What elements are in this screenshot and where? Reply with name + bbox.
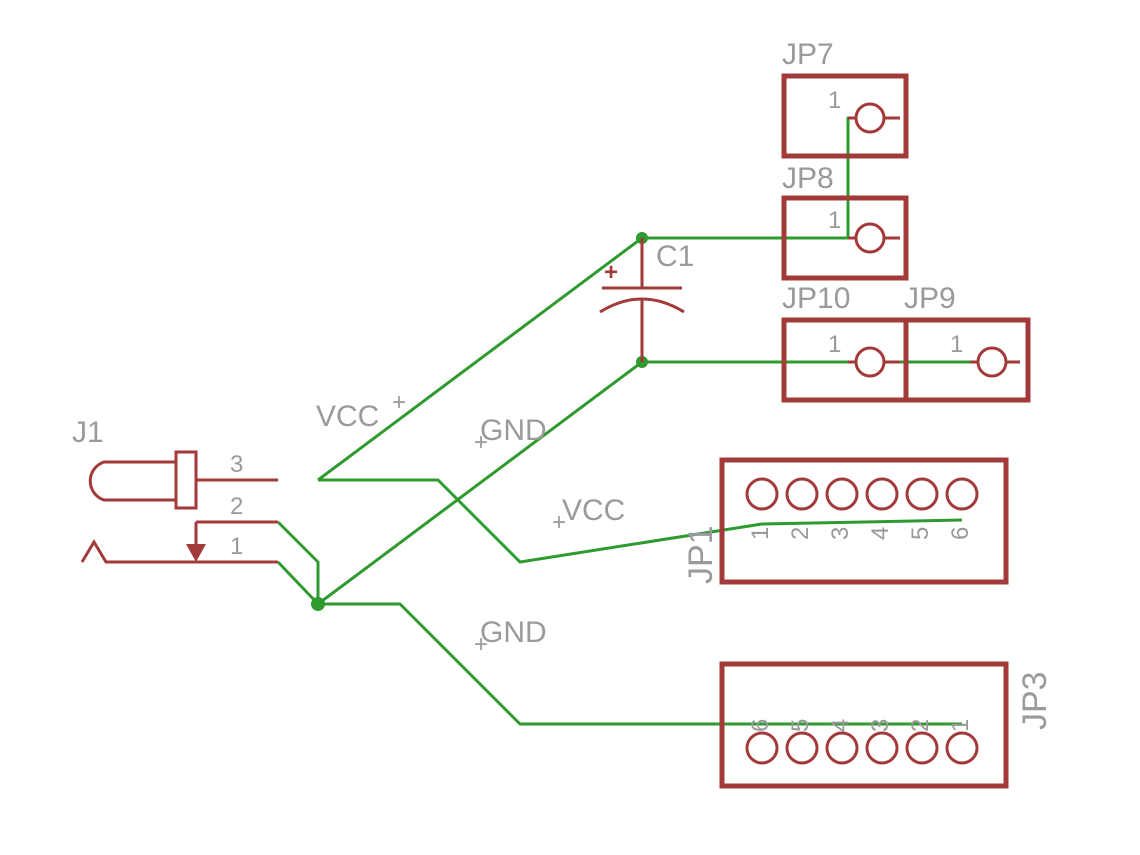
wire-j1-pin1-to-junction xyxy=(276,560,320,606)
header-jp3[interactable]: 6 5 4 3 2 1 JP3 xyxy=(719,661,1054,789)
j1-label: J1 xyxy=(72,416,104,449)
jp9-pin1-pad[interactable] xyxy=(976,346,1008,378)
wire-j1-pin3-to-jp1 xyxy=(318,478,963,564)
jp1-pin2-pad[interactable] xyxy=(785,477,819,511)
j1-pin1-number: 1 xyxy=(230,533,243,560)
jp3-outline xyxy=(719,661,1009,789)
jp1-pads xyxy=(745,477,979,511)
c1-plate-bottom xyxy=(599,297,685,314)
jp3-pin2-pad[interactable] xyxy=(905,731,939,765)
wire-gnd-junction-to-c1 xyxy=(317,360,643,606)
j1-barrel-flange xyxy=(174,450,198,510)
jp3-pads xyxy=(745,731,979,765)
jp3-pin1-pad[interactable] xyxy=(945,731,979,765)
net-label-vcc-top-origin-mark: + xyxy=(392,389,406,416)
jp8-outline xyxy=(781,195,909,281)
jp8-pin1-number: 1 xyxy=(828,207,841,234)
jp3-pin5-pad[interactable] xyxy=(785,731,819,765)
nets xyxy=(276,116,992,726)
jp8-label: JP8 xyxy=(782,162,834,195)
jp3-pin3-number: 3 xyxy=(867,719,894,732)
jp1-pin4-number: 4 xyxy=(867,527,894,540)
net-label-gnd-bottom-origin-mark: + xyxy=(474,631,488,658)
wire-jp8-to-jp7 xyxy=(846,116,870,238)
c1-label: C1 xyxy=(656,240,694,273)
jp3-pin4-pad[interactable] xyxy=(825,731,859,765)
jp1-pin5-pad[interactable] xyxy=(905,477,939,511)
wire-vcc-j1-to-c1 xyxy=(317,236,643,482)
jp1-outline xyxy=(719,457,1009,585)
jp7-label: JP7 xyxy=(782,38,834,71)
net-label-gnd-bottom: GND xyxy=(480,616,547,649)
net-label-gnd-top: GND xyxy=(480,414,547,447)
header-jp9[interactable]: JP9 1 xyxy=(903,282,1031,403)
jp3-pin2-number: 2 xyxy=(907,719,934,732)
jp3-pin6-pad[interactable] xyxy=(745,731,779,765)
jp1-pin2-number: 2 xyxy=(787,527,814,540)
jp9-pin1-number: 1 xyxy=(950,331,963,358)
net-label-vcc-top: VCC xyxy=(316,400,379,433)
j1-barrel-body xyxy=(88,460,176,502)
jp7-pin1-number: 1 xyxy=(828,87,841,114)
jp1-pin6-number: 6 xyxy=(947,527,974,540)
j1-pin3-number: 3 xyxy=(230,451,243,478)
jp9-outline xyxy=(903,317,1031,403)
jp10-pin1-pad[interactable] xyxy=(854,346,886,378)
net-label-vcc-mid: VCC xyxy=(562,494,625,527)
jp1-pin4-pad[interactable] xyxy=(865,477,899,511)
jp9-label: JP9 xyxy=(904,282,956,315)
jp1-pin1-number: 1 xyxy=(747,527,774,540)
jp1-pin3-number: 3 xyxy=(827,527,854,540)
jp3-pin4-number: 4 xyxy=(827,719,854,732)
header-jp10[interactable]: JP10 1 xyxy=(781,282,909,403)
j1-switch-arrow xyxy=(186,544,206,562)
jp10-label: JP10 xyxy=(782,282,850,315)
header-jp7[interactable]: JP7 1 xyxy=(781,38,909,159)
jp3-pin1-number: 1 xyxy=(947,719,974,732)
jp3-pin5-number: 5 xyxy=(787,719,814,732)
jp1-label: JP1 xyxy=(682,525,720,584)
net-labels: VCC + GND + VCC + GND + xyxy=(316,389,625,658)
jp3-pin3-pad[interactable] xyxy=(865,731,899,765)
wire-gnd-to-jp3 xyxy=(318,602,962,726)
jp1-pin1-pad[interactable] xyxy=(745,477,779,511)
header-jp1[interactable]: 1 2 3 4 5 6 JP1 xyxy=(682,457,1009,585)
jp1-pin5-number: 5 xyxy=(907,527,934,540)
jp10-pin1-number: 1 xyxy=(828,331,841,358)
header-jp8[interactable]: JP8 1 xyxy=(781,162,909,281)
jp3-pin6-number: 6 xyxy=(747,719,774,732)
net-label-vcc-mid-origin-mark: + xyxy=(552,509,566,536)
jp8-pin1-pad[interactable] xyxy=(854,222,886,254)
power-jack-j1[interactable]: J1 3 2 1 xyxy=(72,416,278,564)
capacitor-c1[interactable]: + C1 xyxy=(599,238,694,362)
j1-pin1-lead xyxy=(80,539,278,564)
net-label-gnd-top-origin-mark: + xyxy=(474,429,488,456)
jp1-pin3-pad[interactable] xyxy=(825,477,859,511)
junction-dot-gnd xyxy=(311,597,325,611)
jp10-outline xyxy=(781,317,909,403)
wire-j1-pin2-to-junction xyxy=(276,520,320,604)
c1-polarity-mark: + xyxy=(604,259,618,286)
jp7-outline xyxy=(781,73,909,159)
j1-pin2-number: 2 xyxy=(230,493,243,520)
jp3-label: JP3 xyxy=(1016,671,1054,730)
jp7-pin1-pad[interactable] xyxy=(854,102,886,134)
jp1-pin6-pad[interactable] xyxy=(945,477,979,511)
